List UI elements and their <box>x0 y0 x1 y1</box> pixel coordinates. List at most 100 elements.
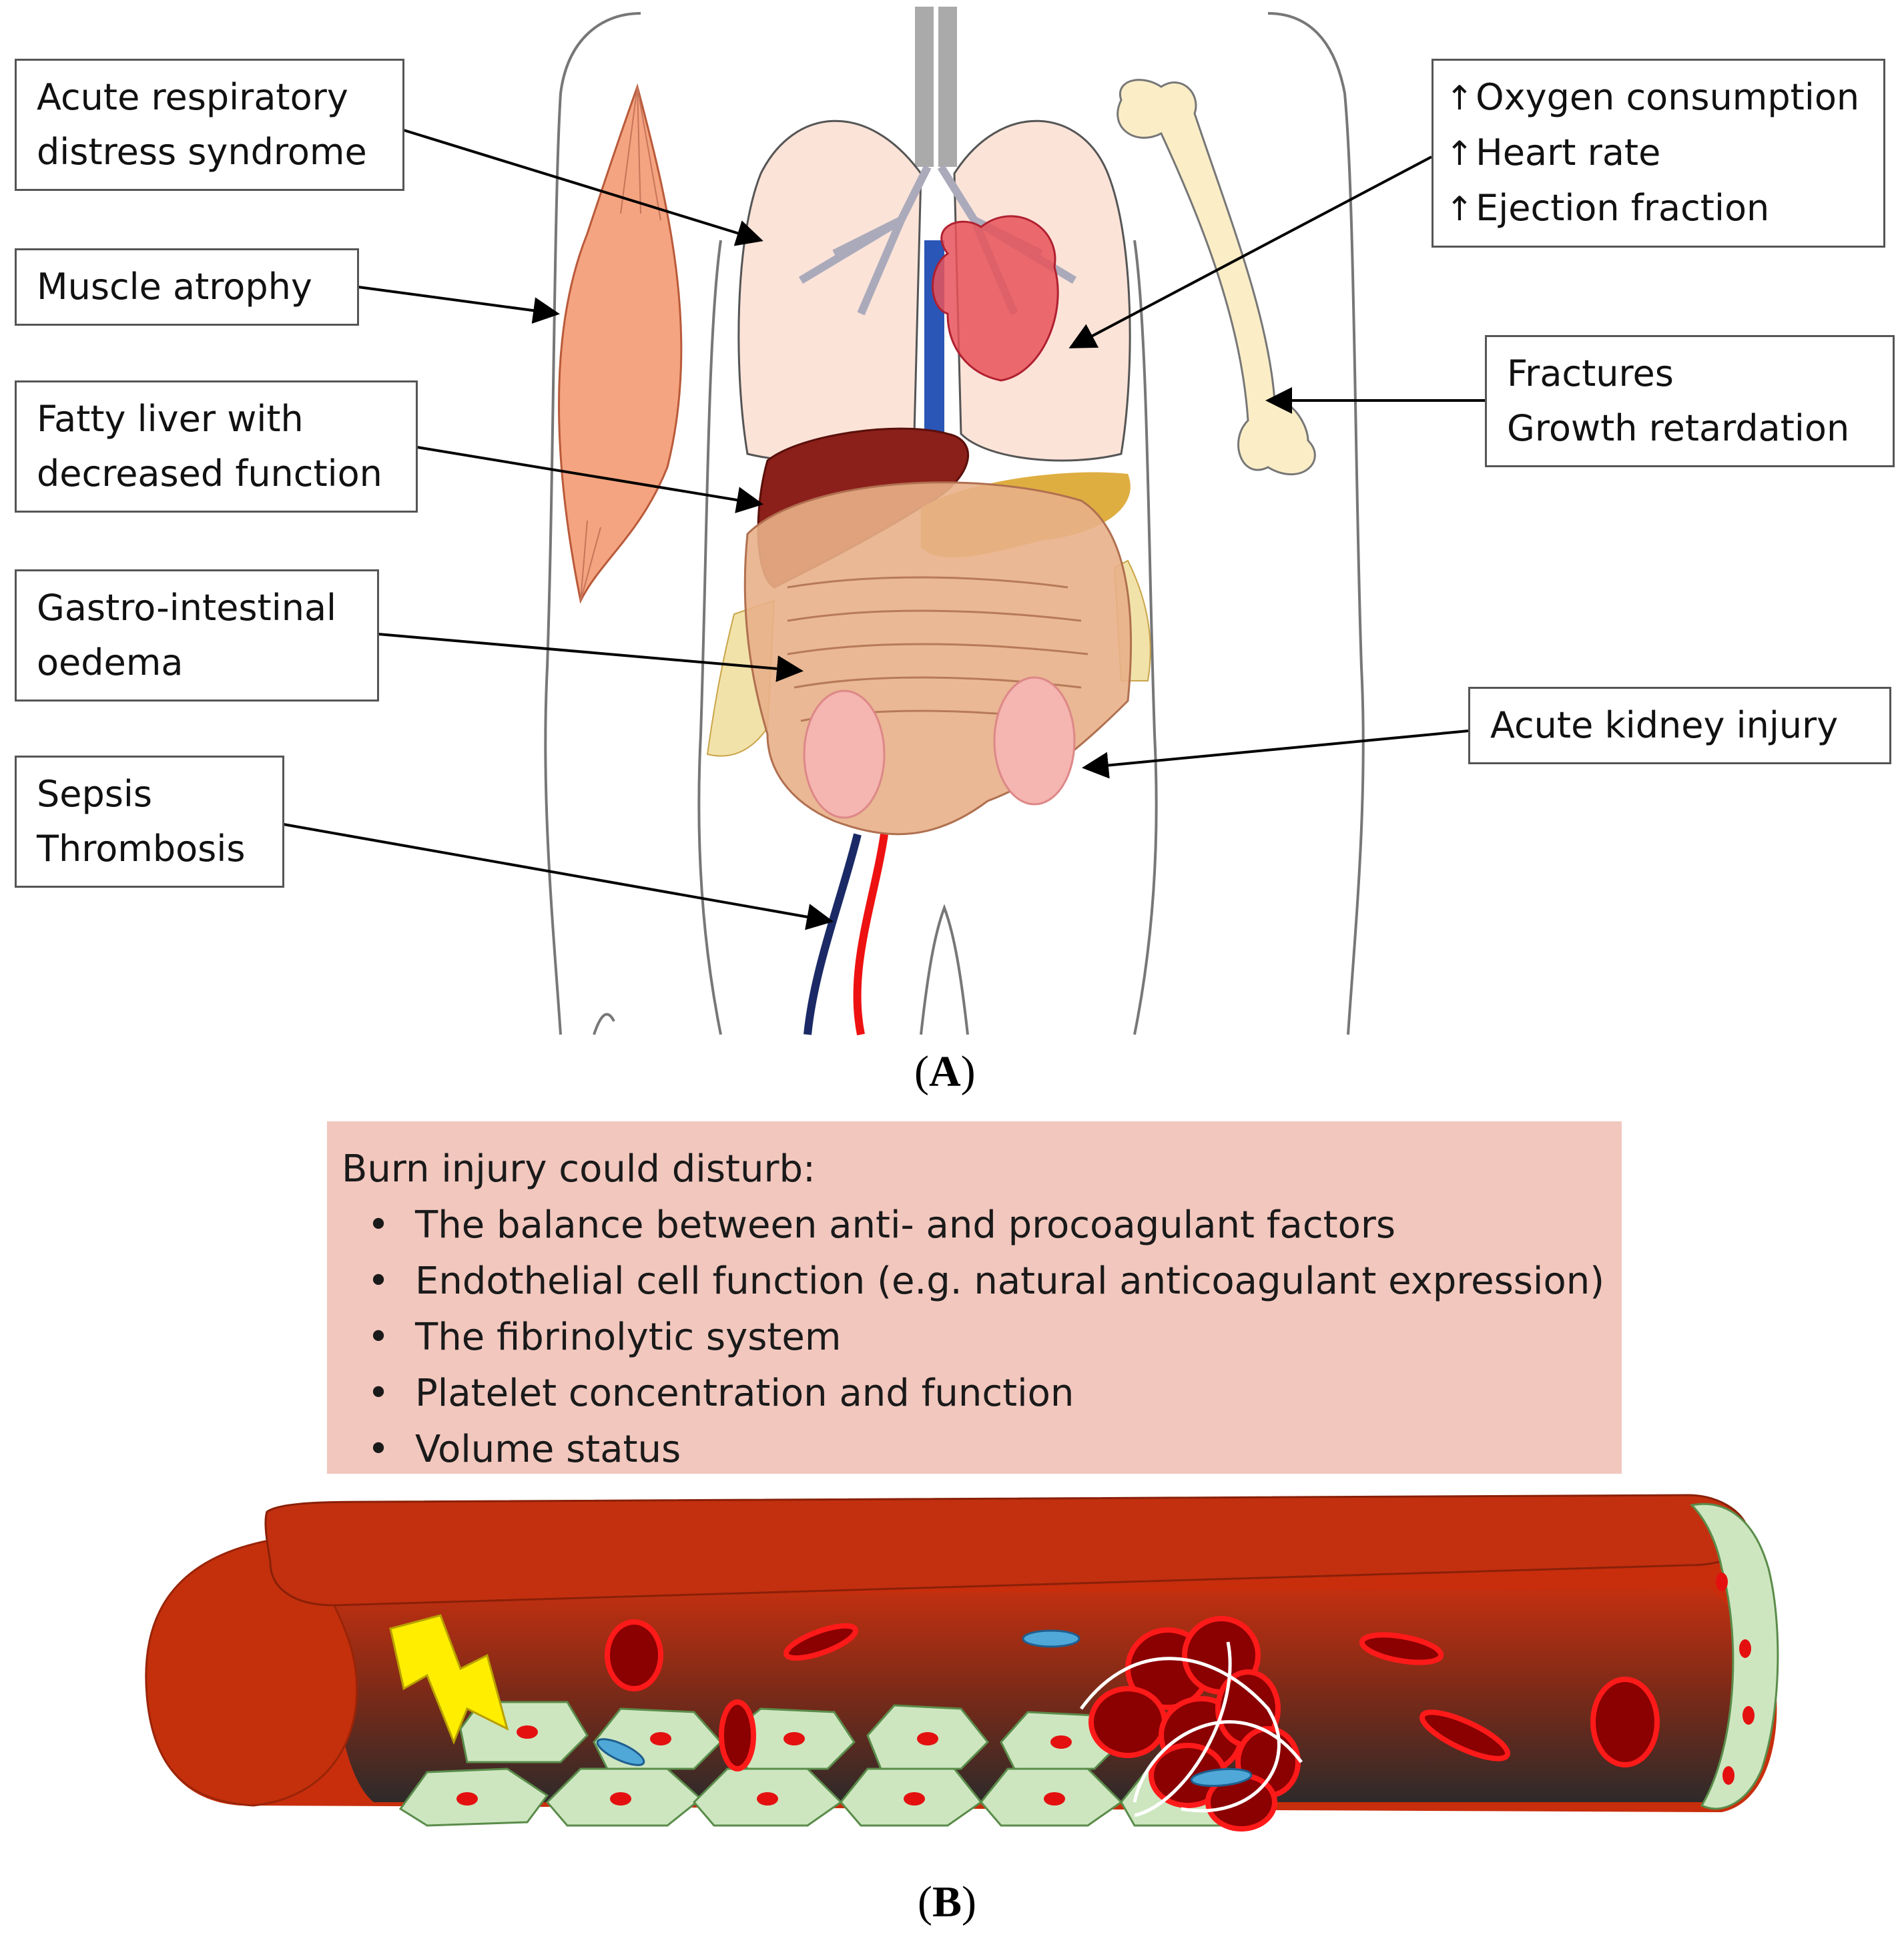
endothelial-cell <box>1000 1711 1123 1770</box>
burn-item-2-text: Endothelial cell function (e.g. natural … <box>415 1260 1605 1303</box>
vessel-top-lip <box>264 1494 1750 1607</box>
platelet <box>1022 1629 1080 1648</box>
bullet-icon: • <box>367 1203 390 1247</box>
red-blood-cell <box>605 1619 663 1691</box>
bullet-icon: • <box>367 1260 390 1303</box>
label-bone-line-1: Fractures <box>1507 352 1674 394</box>
label-gi-line-1: Gastro-intestinal <box>37 587 337 629</box>
intestines <box>743 481 1133 836</box>
burn-box-title: Burn injury could disturb: <box>342 1147 816 1191</box>
label-sepsis-line-2: Thrombosis <box>37 828 246 870</box>
arrow-liver <box>416 446 763 513</box>
burn-item-1-text: The balance between anti- and procoagula… <box>415 1203 1396 1247</box>
kidneys <box>803 676 1076 819</box>
label-acute-kidney-injury: Acute kidney injury <box>1468 687 1891 764</box>
label-cardiac-line-2: ↑ Heart rate <box>1446 125 1863 181</box>
red-blood-cell <box>719 1699 756 1771</box>
endothelial-cell <box>545 1767 703 1827</box>
burn-lightning-icon <box>389 1614 509 1745</box>
bullet-icon: • <box>367 1316 390 1359</box>
endothelial-cell <box>1120 1767 1257 1827</box>
arrow-ards <box>403 129 763 246</box>
label-muscle-atrophy: Muscle atrophy <box>15 248 359 326</box>
label-gi-oedema: Gastro-intestinal oedema <box>15 569 379 702</box>
vein <box>804 833 862 1035</box>
label-sepsis-thrombosis: Sepsis Thrombosis <box>15 756 284 888</box>
endothelial-cell <box>692 1767 843 1827</box>
label-liver-line-2: decreased function <box>37 453 382 495</box>
red-blood-cell <box>1590 1677 1660 1767</box>
label-cardiac: ↑ Oxygen consumption ↑ Heart rate ↑ Ejec… <box>1432 59 1885 248</box>
label-ards-line-2: distress syndrome <box>37 131 367 173</box>
label-oxygen-consumption: Oxygen consumption <box>1476 76 1860 118</box>
label-cardiac-line-1: ↑ Oxygen consumption <box>1446 70 1863 125</box>
burn-item-1: • The balance between anti- and procoagul… <box>342 1197 1607 1254</box>
red-blood-cell <box>1419 1709 1511 1761</box>
increase-arrow-icon: ↑ <box>1446 190 1474 228</box>
ring-nucleus <box>1722 1766 1734 1785</box>
red-blood-cells <box>605 1619 1660 1771</box>
trachea <box>915 7 957 167</box>
endothelial-layer <box>398 1701 1257 1827</box>
ring-nucleus <box>1716 1573 1728 1591</box>
label-ejection-fraction: Ejection fraction <box>1476 187 1770 229</box>
arrow-cardiac <box>1068 156 1432 348</box>
burn-item-5: • Volume status <box>342 1422 1607 1478</box>
red-blood-cell <box>1359 1632 1444 1665</box>
vessel-wall-bottom <box>145 1535 1777 1812</box>
red-blood-cell <box>783 1623 858 1661</box>
bone <box>1117 79 1316 476</box>
endothelial-cell <box>726 1707 856 1770</box>
panel-a-tag: (A) <box>914 1047 976 1096</box>
label-cardiac-line-3: ↑ Ejection fraction <box>1446 181 1863 236</box>
label-sepsis-line-1: Sepsis <box>37 773 153 815</box>
arrow-kidney <box>1082 730 1469 779</box>
burn-item-3-text: The fibrinolytic system <box>415 1316 842 1359</box>
panel-a-illustration <box>283 7 1485 1036</box>
burn-item-4: • Platelet concentration and function <box>342 1366 1607 1422</box>
bullet-icon: • <box>367 1428 390 1471</box>
ring-nucleus <box>1739 1639 1751 1658</box>
label-fatty-liver: Fatty liver with decreased function <box>15 380 418 513</box>
label-kidney-line-1: Acute kidney injury <box>1490 704 1839 746</box>
muscle <box>558 83 683 604</box>
panel-b-tag: (B) <box>918 1878 976 1926</box>
panel-b-letter: B <box>932 1878 962 1926</box>
pointer-arrows <box>283 129 1485 930</box>
heart <box>932 215 1059 382</box>
label-ards-line-1: Acute respiratory <box>37 76 348 118</box>
arrow-muscle <box>358 286 560 324</box>
bullet-icon: • <box>367 1372 390 1415</box>
panel-a-letter: A <box>928 1047 961 1096</box>
endothelial-cell <box>840 1767 983 1827</box>
increase-arrow-icon: ↑ <box>1446 79 1474 117</box>
burn-item-2: • Endothelial cell function (e.g. natural… <box>342 1254 1607 1310</box>
platelet <box>1190 1767 1253 1787</box>
label-bone-line-2: Growth retardation <box>1507 407 1850 449</box>
endothelial-nuclei <box>456 1725 1205 1806</box>
label-muscle-line-1: Muscle atrophy <box>37 266 312 308</box>
burn-item-3: • The fibrinolytic system <box>342 1310 1607 1366</box>
vessel-right-endothelium-ring <box>1689 1502 1779 1810</box>
label-fractures: Fractures Growth retardation <box>1485 335 1895 467</box>
arrow-gi <box>378 633 804 682</box>
endothelial-cell <box>980 1767 1123 1827</box>
artery <box>853 834 888 1036</box>
label-gi-line-2: oedema <box>37 641 184 683</box>
burn-item-4-text: Platelet concentration and function <box>415 1372 1074 1415</box>
platelets <box>596 1629 1253 1787</box>
ring-nucleus <box>1742 1706 1755 1725</box>
endothelial-cell <box>866 1704 990 1770</box>
label-ards: Acute respiratory distress syndrome <box>15 59 404 191</box>
label-liver-line-1: Fatty liver with <box>37 398 304 440</box>
vessel-left-opening <box>145 1537 358 1807</box>
endothelial-cell <box>593 1707 723 1770</box>
burn-item-5-text: Volume status <box>415 1428 681 1471</box>
arrow-sepsis <box>283 823 834 930</box>
platelet <box>596 1738 645 1766</box>
label-heart-rate: Heart rate <box>1476 131 1661 174</box>
burn-effects-box: Burn injury could disturb: • The balance … <box>327 1121 1622 1474</box>
endothelial-cell <box>459 1701 589 1763</box>
increase-arrow-icon: ↑ <box>1446 134 1474 173</box>
endothelial-cell <box>398 1767 549 1827</box>
